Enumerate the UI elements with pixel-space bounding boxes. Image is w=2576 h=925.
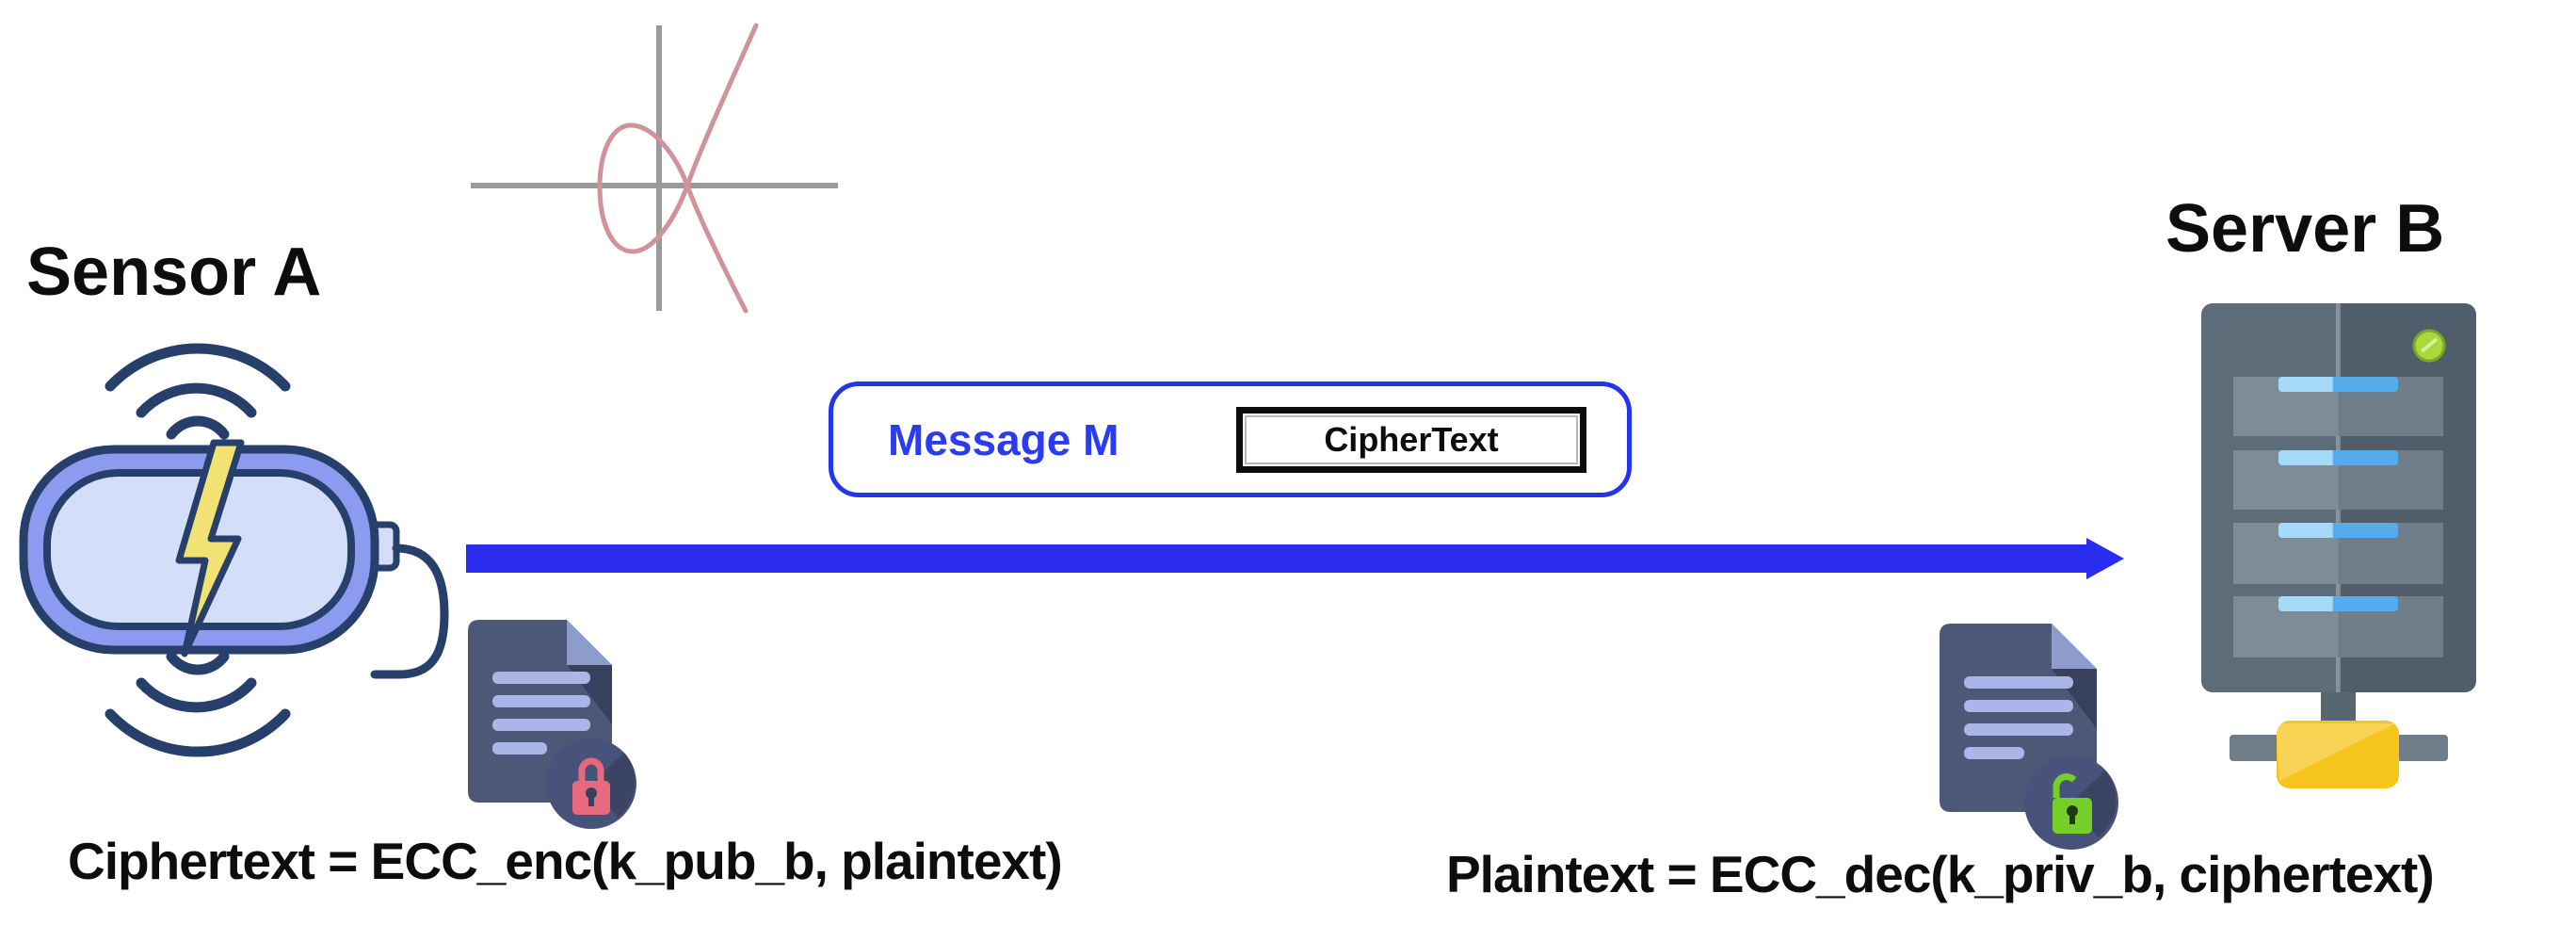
server-bay-lights xyxy=(2278,377,2398,611)
elliptic-curve xyxy=(597,23,759,314)
network-connector xyxy=(2277,721,2399,788)
badge-shadow xyxy=(591,753,636,818)
sensor-cable xyxy=(370,544,449,679)
transfer-arrow-line xyxy=(466,544,2088,573)
encrypt-formula: Ciphertext = ECC_enc(k_pub_b, plaintext) xyxy=(68,832,1063,890)
closed-lock-icon xyxy=(572,757,610,815)
ciphertext-box: CipherText xyxy=(1236,407,1586,473)
message-box: Message M CipherText xyxy=(829,381,1632,497)
badge-shadow xyxy=(2071,771,2117,837)
server-b-label: Server B xyxy=(2165,191,2445,267)
document-green-lock-icon xyxy=(1940,624,2118,850)
open-lock-icon xyxy=(2053,773,2092,834)
lightning-bolt-icon xyxy=(175,439,245,657)
sensor-a-label: Sensor A xyxy=(26,235,322,310)
network-pipe-left xyxy=(2230,735,2280,761)
led-highlight xyxy=(2420,337,2439,353)
connector-highlight xyxy=(2277,723,2395,781)
wifi-waves-bottom xyxy=(105,651,291,757)
server-stand xyxy=(2321,690,2356,722)
message-label: Message M xyxy=(888,414,1119,464)
document-text-lines xyxy=(492,672,590,755)
document-text-lines xyxy=(1964,676,2073,759)
document-fold xyxy=(2052,624,2097,669)
elliptic-curve-plot-icon xyxy=(471,23,838,314)
server-rack-icon xyxy=(2201,303,2476,788)
transfer-arrow-head xyxy=(2086,538,2124,579)
wireless-battery-sensor-icon xyxy=(19,343,449,757)
ciphertext-label: CipherText xyxy=(1324,420,1499,459)
decrypt-formula: Plaintext = ECC_dec(k_priv_b, ciphertext… xyxy=(1446,845,2435,903)
document-red-lock-icon xyxy=(468,620,636,829)
network-pipe-right xyxy=(2397,735,2448,761)
document-fold xyxy=(567,620,612,665)
wifi-waves-top xyxy=(105,343,291,440)
